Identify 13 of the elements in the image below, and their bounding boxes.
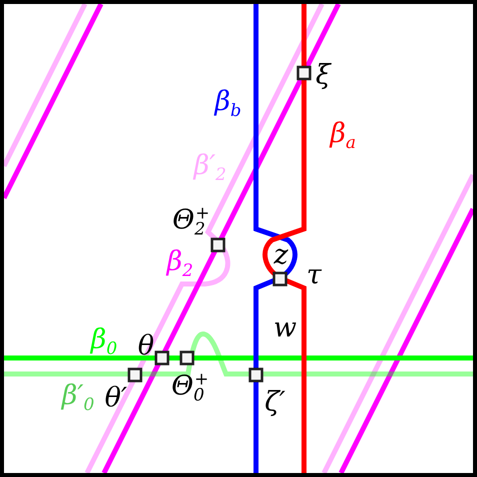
math-label: ζ′: [264, 388, 286, 416]
math-label: z: [274, 242, 288, 268]
math-label: w: [273, 314, 297, 342]
math-label: β$_{2}$: [166, 248, 194, 280]
math-label: β$_{a}$: [330, 120, 356, 152]
math-label: β′$_{2}$: [194, 152, 226, 184]
math-label: τ: [306, 262, 322, 288]
math-label: β$_{0}$: [90, 326, 118, 358]
math-label: ξ: [316, 62, 330, 88]
math-label: θ: [138, 332, 154, 360]
math-label: θ′: [104, 384, 128, 412]
math-label: β′$_{0}$: [62, 382, 94, 414]
math-label: β$_{b}$: [214, 88, 242, 120]
